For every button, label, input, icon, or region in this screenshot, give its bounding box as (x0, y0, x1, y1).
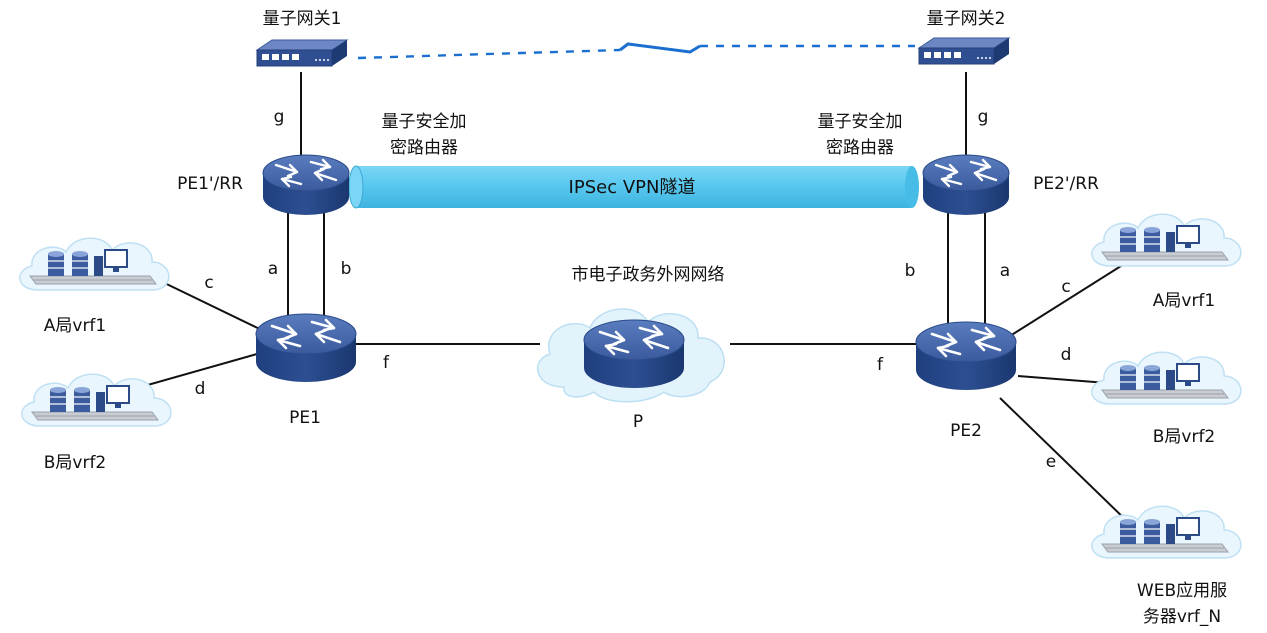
link-d-right-label: d (1061, 345, 1072, 365)
link-c-left (147, 274, 269, 334)
site-b-vrf2-left-icon (20, 373, 172, 427)
ipsec-tunnel: IPSec VPN隧道 (348, 165, 919, 209)
web-server-label-line2: 务器vrf_N (1143, 607, 1221, 627)
site-b-vrf2-right-icon (1090, 351, 1242, 405)
site-a-vrf1-right-icon (1090, 213, 1242, 267)
gateway-2-label: 量子网关2 (927, 9, 1006, 29)
site-b-vrf2-left-label: B局vrf2 (44, 453, 107, 473)
qrouter-1-label-line1: 量子安全加 (382, 112, 467, 132)
qrouter-2-label-line2: 密路由器 (826, 138, 894, 158)
web-server-label-line1: WEB应用服 (1137, 581, 1227, 601)
site-a-vrf1-right-label: A局vrf1 (1153, 291, 1215, 311)
link-g-left-label: g (274, 107, 285, 127)
link-f-right-label: f (877, 355, 884, 375)
gateway-1-label: 量子网关1 (263, 9, 342, 29)
pe1-rr-router-icon (261, 153, 351, 217)
link-b-left-label: b (341, 259, 352, 279)
pe1-router-icon (254, 312, 358, 384)
quantum-link-left (357, 48, 621, 60)
quantum-link-bolt (619, 42, 701, 54)
pe2-label: PE2 (950, 421, 982, 441)
site-a-vrf1-left-label: A局vrf1 (44, 316, 106, 336)
pe2-rr-router-icon (921, 153, 1011, 217)
quantum-gateway-2-icon (918, 37, 1010, 65)
link-d-left-label: d (195, 379, 206, 399)
p-router-icon (582, 318, 686, 390)
link-c-left-label: c (204, 273, 213, 293)
tunnel-label: IPSec VPN隧道 (569, 177, 696, 198)
site-b-vrf2-right-label: B局vrf2 (1153, 427, 1216, 447)
pe2-rr-label: PE2'/RR (1033, 174, 1099, 194)
site-a-vrf1-left-icon (18, 237, 170, 291)
link-f-left-label: f (383, 353, 390, 373)
pe2-router-icon (914, 320, 1018, 392)
pe1-rr-label: PE1'/RR (177, 174, 243, 194)
link-a-left-label: a (268, 259, 278, 279)
quantum-gateway-1-icon (256, 39, 348, 67)
link-d-left (129, 351, 265, 391)
link-b-right-label: b (905, 261, 916, 281)
pe1-label: PE1 (289, 408, 321, 428)
link-e-right-label: e (1046, 452, 1056, 472)
link-c-right (1009, 253, 1141, 337)
site-web-server-icon (1090, 505, 1242, 559)
link-c-right-label: c (1061, 277, 1070, 297)
metro-network-label: 市电子政务外网网络 (572, 265, 725, 285)
p-label: P (633, 412, 643, 432)
qrouter-1-label-line2: 密路由器 (390, 138, 458, 158)
link-e-right (999, 397, 1131, 525)
qrouter-2-label-line1: 量子安全加 (818, 112, 903, 132)
link-a-right-label: a (1000, 261, 1010, 281)
link-g-right-label: g (978, 107, 989, 127)
